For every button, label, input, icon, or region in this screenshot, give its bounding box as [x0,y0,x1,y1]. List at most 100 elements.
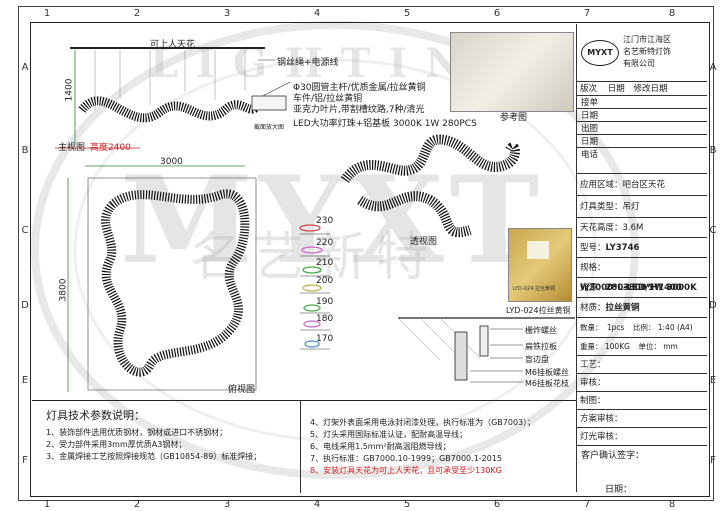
column-number-bottom: 1 [43,499,51,510]
column-number-bottom: 6 [493,499,501,510]
reference-label: 参考图 [500,113,528,123]
sample-label: LYD-024拉丝黄铜 [506,306,571,315]
column-number-bottom: 8 [668,499,676,510]
column-number-top: 4 [313,8,321,19]
company-line-1: 江门市江海区 [623,35,671,44]
rev-header-modified: 修改日期 [633,84,668,94]
scale-value: 1:40 (A4) [657,323,693,332]
column-number-bottom: 4 [313,499,321,510]
qty-cell: 数量： 1pcs 比例： 1:40 (A4) [577,318,707,338]
hardware-1: 栅炸螺丝 [525,326,557,335]
leaf-size-3: 210 [316,258,334,268]
rev-header-version: 版次 [580,84,598,94]
finish-label: 材质： [580,303,606,313]
leaf-size-5: 190 [316,297,334,307]
ceiling-label: 可上人天花 [150,40,196,50]
order-cell: 接单 [577,96,707,109]
column-number-bottom: 3 [223,499,231,510]
hardware-5: M6挂板花枝 [525,379,569,388]
watermark-brand: MYXT [120,150,545,291]
row-letter-left: A [21,62,29,73]
client-sign-label: 客户确认签字： [581,451,645,461]
note-6: 6、电线采用1.5mm²耐高温阻燃导线； [310,442,451,451]
steel-wire-label: 钢丝绳+电源线 [277,58,339,68]
technical-notes: 灯具技术参数说明： 1、装饰部件选用优质钢材，钢材或进口不锈钢材； 2、受力部件… [32,400,576,493]
row-letter-left: E [21,375,29,386]
unit-label: 单位： [638,342,661,351]
reference-photo [450,32,574,112]
application-cell: 应用区域：吧台区天花 [577,174,707,196]
width-dimension: 3000 [160,157,183,167]
fixture-type-cell: 灯具类型：吊灯 [577,196,707,218]
column-number-bottom: 2 [133,499,141,510]
perspective-label: 透视图 [410,237,438,247]
column-number-top: 7 [583,8,591,19]
unit-value: mm [663,342,678,351]
hardware-2: 扁铁拉板 [525,342,557,351]
model-label: 型号： [580,243,606,253]
car-spec-label: 车件/铝/拉丝黄铜 [293,94,363,104]
notes-title: 灯具技术参数说明： [46,409,145,422]
depth-dimension: 3800 [58,278,69,302]
column-number-top: 3 [223,8,231,19]
leaf-size-1: 230 [316,216,334,226]
high-label: 高度2400 [90,143,131,153]
column-number-bottom: 5 [403,499,411,510]
light-value: 280-LED/1W 3000K [605,283,697,293]
sample-tag: LYD-024 拉丝黄铜 [513,286,555,292]
row-letter-left: D [21,300,29,311]
qty-value: 1pcs [606,323,625,332]
note-7: 7、执行标准：GB7000.10-1999；GB7000.1-2015 [310,454,503,463]
phone-cell: 电话 [577,148,707,174]
led-spec-label: LED大功率灯珠+铝基板 3000K 1W 280PCS [293,119,477,129]
row-letter-right: A [709,62,717,73]
hardware-4: M6挂板螺丝 [525,368,569,377]
section-label: 截面放大图 [254,124,285,131]
watermark-cn: 名艺新特 [190,228,439,288]
leaf-size-4: 200 [316,276,334,286]
top-view-label: 俯视图 [228,385,256,395]
drafter-cell: 制图： [577,392,707,410]
column-number-bottom: 7 [583,499,591,510]
company-logo: MYXT [581,40,619,66]
weight-value: 100KG [604,342,630,351]
note-4: 4、灯架外表面采用电泳封闭漆处理，执行标准为（GB7003）； [310,418,536,427]
row-letter-left: F [22,455,28,466]
note-1: 1、装饰部件选用优质钢材，钢材或进口不锈钢材； [46,428,228,437]
row-letter-right: D [709,300,717,311]
row-letter-right: F [710,455,716,466]
rev-header-date: 日期 [607,84,625,94]
client-sign-date: 日期： [605,485,633,495]
note-5: 5、灯头采用国际标准认证，配耐高温导线； [310,430,468,439]
ceiling-height-cell: 天花高度：3.6M [577,218,707,238]
order-date-cell: 日期 [577,109,707,122]
weight-cell: 重量： 100KG 单位： mm [577,338,707,356]
craft-cell: 工艺： [577,356,707,374]
company-line-3: 有限公司 [623,59,655,68]
note-8: 8、安装灯具天花为可上人天花，且可承受至少130KG [310,466,502,475]
spec-cell: 规格：W3000*L3800*H1400 [577,258,707,293]
company-cell: MYXT 江门市江海区 名艺新特灯饰 有限公司 [577,24,707,82]
row-letter-left: C [21,225,29,236]
model-cell: 型号：LY3746 [577,238,707,258]
designer-cell: 方案审核： [577,410,707,428]
note-3: 3、金属焊接工艺按照焊接规范（GB10854-89）标准焊接； [46,452,262,461]
title-block: MYXT 江门市江海区 名艺新特灯饰 有限公司 版次 日期 修改日期 接单 日期… [576,24,707,495]
finish-value: 拉丝黄铜 [605,303,640,313]
spec-label: 规格： [580,263,606,273]
review-cell: 审核： [577,374,707,392]
height-dimension: 1400 [64,78,75,102]
lamp-review-cell: 灯光审核： [577,428,707,446]
finish-cell: 材质：拉丝黄铜 [577,298,707,318]
weight-label: 重量： [580,342,603,351]
company-line-2: 名艺新特灯饰 [623,47,671,56]
leaf-size-2: 220 [316,238,334,248]
row-letter-right: E [709,375,717,386]
column-number-top: 6 [493,8,501,19]
light-cell: 光源：280-LED/1W 3000K [577,278,707,298]
finish-sample: LYD-024 拉丝黄铜 [508,228,572,302]
hardware-3: 盲边盘 [525,355,549,364]
row-letter-left: B [21,145,29,156]
